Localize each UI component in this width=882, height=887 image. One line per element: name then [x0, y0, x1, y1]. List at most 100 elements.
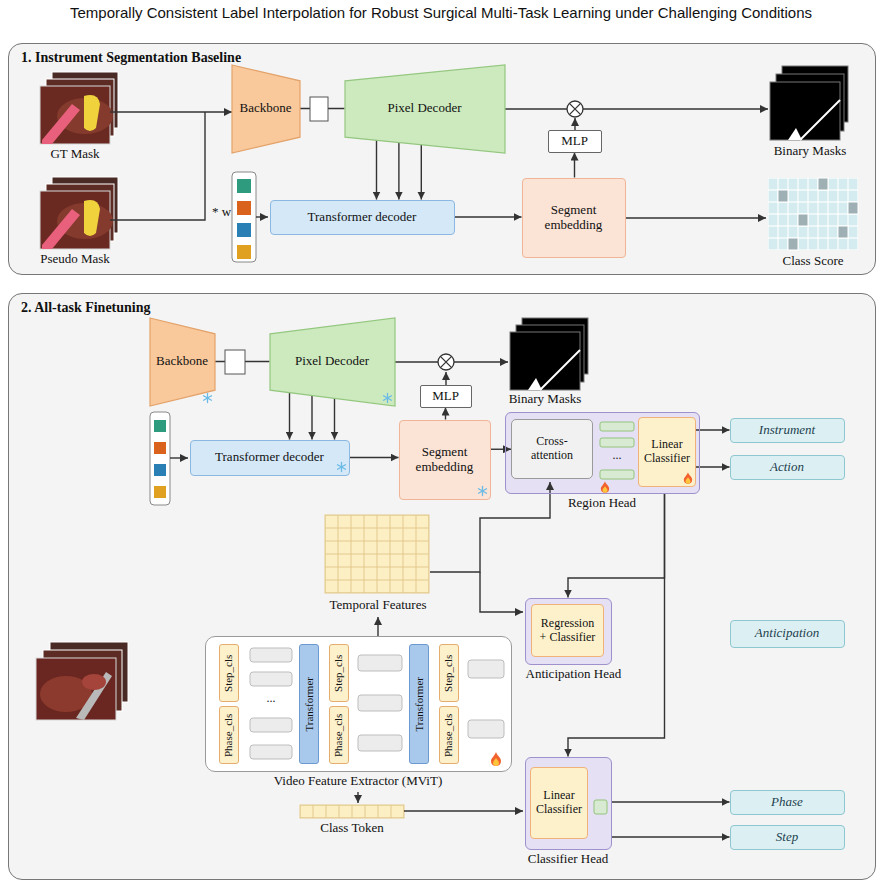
connector-arrow — [491, 449, 512, 450]
trainable-icon — [491, 752, 501, 766]
token-box: Step_cls — [439, 644, 459, 702]
box-label: Phase_cls — [223, 713, 236, 756]
box-label: Transformer — [413, 677, 426, 732]
class-token-row — [300, 805, 404, 818]
box-label: Phase_cls — [443, 713, 456, 756]
figure-label: Binary Masks — [774, 144, 847, 158]
figure-label: Class Score — [782, 254, 843, 268]
connector-arrow — [334, 398, 335, 440]
token-box: Phase_cls — [329, 706, 349, 764]
figure-label: ... — [613, 449, 622, 462]
container-fill — [8, 43, 876, 275]
box-label: Step — [776, 830, 798, 845]
trapezoid-shape — [232, 65, 300, 153]
group-heading: Classifier Head — [528, 852, 609, 867]
connector-arrow — [289, 392, 290, 439]
flow-lines — [170, 362, 550, 811]
process-box: Linear Classifier — [638, 417, 696, 487]
token-box: Phase_cls — [439, 706, 459, 764]
box-label: Step_cls — [223, 654, 236, 691]
box-label: Anticipation — [755, 626, 819, 641]
token-box: Step_cls — [219, 644, 239, 702]
container-fill — [205, 636, 512, 772]
process-box: MLP — [548, 130, 602, 153]
box-label: MLP — [561, 134, 588, 149]
box-label: Step_cls — [443, 654, 456, 691]
process-box: MLP — [420, 385, 472, 408]
box-label: Cross-attention — [516, 435, 588, 463]
group-heading: 2. All-task Finetuning — [21, 300, 151, 316]
box-label: Transformer — [303, 677, 316, 732]
process-box: Linear Classifier — [530, 767, 588, 839]
head-group: Classifier HeadLinear Classifier — [525, 757, 612, 850]
snow-icon — [202, 392, 213, 404]
gt-mask-stack — [40, 72, 118, 144]
box-label: Segment embedding — [527, 203, 621, 233]
panel: 1. Instrument Segmentation BaselineBackb… — [8, 43, 876, 275]
connector-arrow — [421, 144, 422, 199]
output-box: Step — [730, 825, 845, 850]
connector-arrow — [311, 395, 312, 439]
snow-icon — [336, 461, 347, 473]
trainable-icon — [601, 481, 609, 493]
figure-label: Pseudo Mask — [40, 252, 110, 266]
box-label: Transformer decoder — [308, 210, 417, 225]
process-box: Regression + Classifier — [531, 604, 604, 657]
box-label: Linear Classifier — [535, 789, 583, 817]
product-symbol — [438, 354, 454, 370]
box-label: Backbone — [240, 101, 292, 116]
connector-arrow — [612, 836, 730, 837]
class-score-grid — [768, 178, 858, 250]
connector-arrow — [398, 142, 399, 199]
figure-label: Binary Masks — [509, 392, 582, 406]
process-box: Transformer decoder — [270, 200, 455, 235]
snow-icon — [477, 485, 488, 497]
trapezoid-shape — [270, 318, 395, 406]
box-label: Pixel Decoder — [387, 101, 461, 116]
head-group: Anticipation HeadRegression + Classifier — [525, 598, 612, 665]
token-box: Step_cls — [329, 644, 349, 702]
backbone-block: Backbone — [150, 318, 215, 406]
transformer-block: Transformer — [409, 644, 429, 764]
region-tokens — [600, 422, 634, 479]
head-group: Region HeadCross-attentionLinear Classif… — [505, 412, 700, 494]
figure-label: * w — [212, 205, 231, 219]
process-box: Segment embedding — [522, 178, 626, 258]
box-label: Phase_cls — [333, 713, 346, 756]
pseudo-mask-stack — [40, 177, 118, 249]
binary-mask-stack — [770, 66, 848, 140]
box-label: Segment embedding — [404, 445, 486, 475]
connector-arrow — [574, 153, 575, 178]
process-box: Transformer decoder — [190, 440, 350, 476]
process-box: Segment embedding — [399, 420, 491, 500]
container-fill — [525, 757, 612, 850]
input-frames — [36, 642, 128, 720]
connector-arrow — [696, 429, 730, 430]
container-fill — [505, 412, 700, 494]
query-tokens — [150, 412, 170, 505]
output-box: Phase — [730, 790, 845, 815]
mvit-tokens — [250, 648, 504, 759]
box-label: Transformer decoder — [215, 450, 324, 465]
container-fill — [8, 293, 876, 880]
connector-arrow — [455, 216, 522, 217]
output-box: Instrument — [730, 418, 845, 443]
connector-arrow — [696, 466, 730, 467]
box-label: Action — [770, 460, 804, 475]
connector-arrow — [350, 457, 399, 458]
product-symbol — [567, 101, 583, 117]
snow-icon — [382, 392, 393, 404]
group-heading: Video Feature Extractor (MViT) — [274, 774, 442, 789]
container-fill — [525, 598, 612, 665]
connector-arrow — [612, 801, 730, 802]
token-box: Phase_cls — [219, 706, 239, 764]
connector-arrow — [568, 494, 665, 598]
connector-arrow — [445, 408, 446, 420]
group-heading: 1. Instrument Segmentation Baseline — [21, 50, 241, 66]
box-label: Pixel Decoder — [295, 354, 369, 369]
group-heading: Anticipation Head — [526, 667, 611, 682]
panel: 2. All-task FinetuningBackbone Pixel Deco… — [8, 293, 876, 880]
figure-label: Temporal Features — [330, 598, 427, 612]
fire-icon — [683, 472, 693, 484]
box-label: Step_cls — [333, 654, 346, 691]
